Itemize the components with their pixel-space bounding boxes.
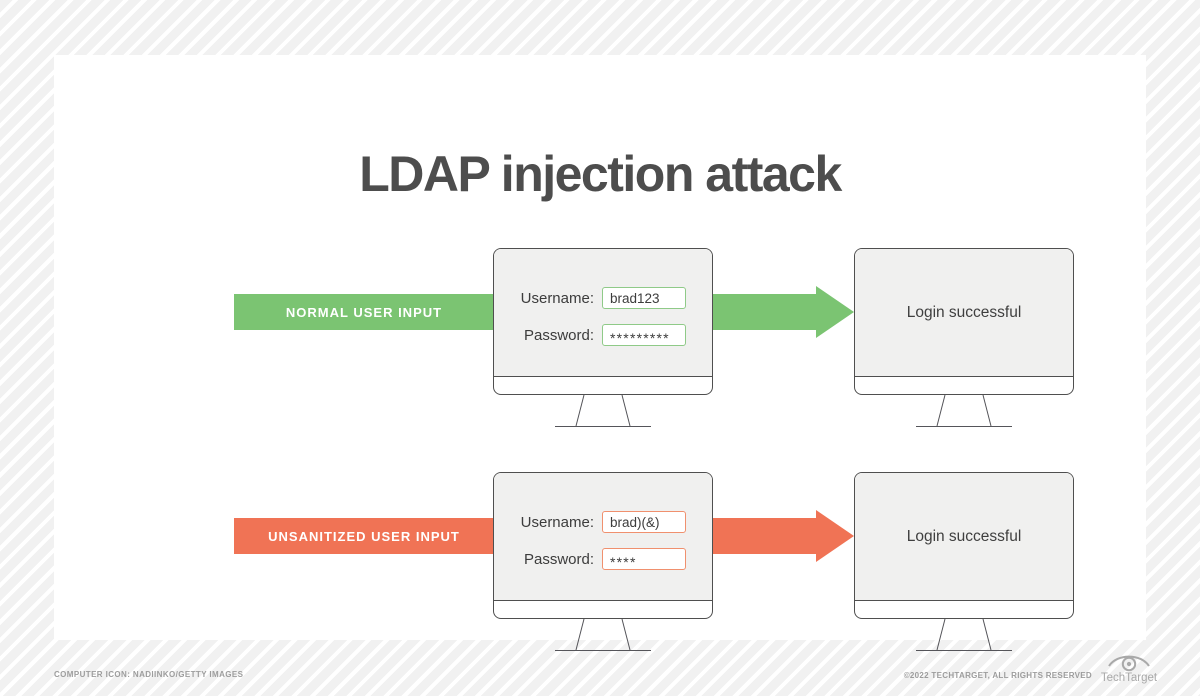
monitor-stand-icon — [555, 395, 651, 427]
login-result-text: Login successful — [906, 303, 1022, 321]
input-monitor: Username: brad123 Password: ********* — [493, 248, 713, 395]
normal-arrow-head-icon — [816, 286, 854, 338]
monitor-screen: Username: brad)(&) Password: **** — [494, 473, 712, 601]
username-field-label: Username: — [520, 289, 594, 307]
monitor-stand-icon — [916, 619, 1012, 651]
login-result-text: Login successful — [906, 527, 1022, 545]
unsanitized-arrow-head-icon — [816, 510, 854, 562]
password-row: Password: ********* — [524, 323, 686, 347]
username-input: brad123 — [602, 287, 686, 309]
footer-credit: COMPUTER ICON: NADIINKO/GETTY IMAGES — [54, 670, 244, 679]
eye-icon — [1108, 655, 1150, 672]
password-input: ********* — [602, 324, 686, 346]
monitor-stand-icon — [916, 395, 1012, 427]
username-row: Username: brad)(&) — [521, 510, 686, 534]
unsanitized-arrow-label: UNSANITIZED USER INPUT — [268, 528, 460, 544]
logo-text: TechTarget — [1100, 672, 1158, 684]
input-monitor: Username: brad)(&) Password: **** — [493, 472, 713, 619]
normal-arrow-label: NORMAL USER INPUT — [285, 304, 443, 320]
password-field-label: Password: — [523, 326, 594, 344]
result-monitor: Login successful — [854, 248, 1074, 395]
footer-copyright: ©2022 TECHTARGET, ALL RIGHTS RESERVED — [903, 671, 1092, 680]
result-monitor: Login successful — [854, 472, 1074, 619]
monitor-screen: Login successful — [855, 249, 1073, 377]
infographic-card: LDAP injection attack NORMAL USER INPUT … — [54, 55, 1146, 651]
monitor-stand-icon — [555, 619, 651, 651]
username-row: Username: brad123 — [521, 286, 686, 310]
username-field-label: Username: — [520, 513, 594, 531]
password-field-label: Password: — [523, 550, 594, 568]
monitor-screen: Username: brad123 Password: ********* — [494, 249, 712, 377]
password-row: Password: **** — [524, 547, 686, 571]
monitor-screen: Login successful — [855, 473, 1073, 601]
username-input: brad)(&) — [602, 511, 686, 533]
techtarget-logo: TechTarget — [1100, 650, 1158, 684]
password-input: **** — [602, 548, 686, 570]
page-title: LDAP injection attack — [359, 146, 842, 202]
